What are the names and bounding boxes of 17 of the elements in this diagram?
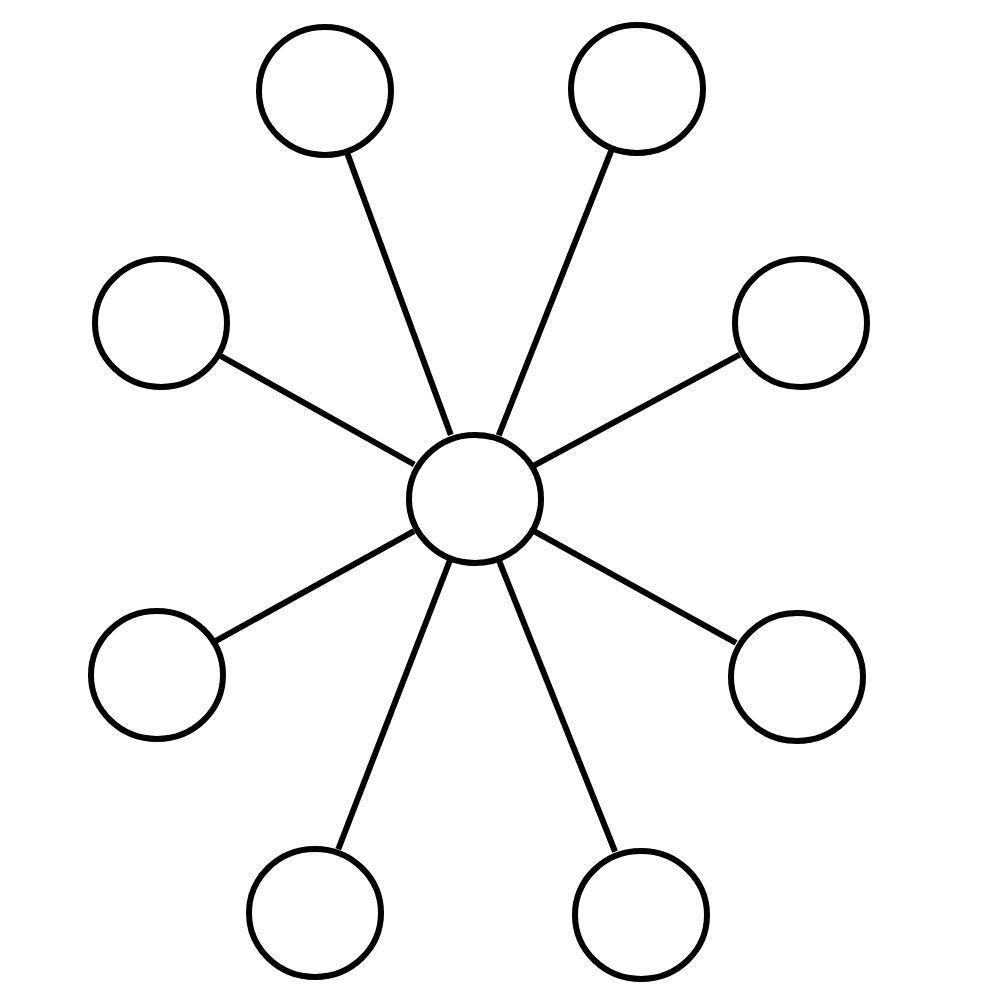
connector-line (335, 559, 453, 851)
circle-node (255, 23, 393, 157)
connector-line (495, 149, 615, 437)
connector-line (344, 152, 454, 436)
circle-node (87, 607, 225, 741)
connector-line (532, 351, 742, 469)
circle-node (567, 21, 705, 155)
circle-node (91, 255, 229, 389)
circle-node (245, 845, 383, 979)
circle-node (727, 609, 865, 743)
connector-line (218, 352, 416, 468)
circle-node (731, 255, 869, 389)
circle-node (405, 431, 543, 565)
connector-line (532, 528, 738, 646)
connector-line (214, 528, 416, 644)
connector-line (496, 559, 618, 853)
circle-node (571, 847, 709, 981)
